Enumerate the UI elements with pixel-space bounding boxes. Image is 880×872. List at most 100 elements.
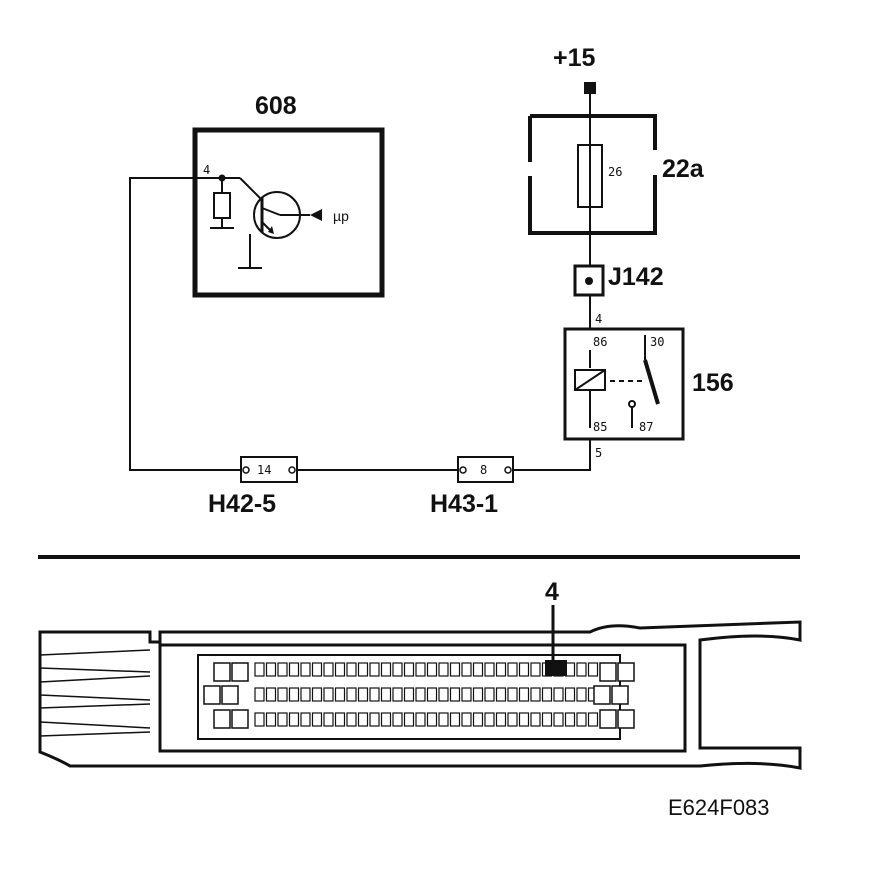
- pin-cavity: [461, 687, 472, 702]
- junction-j142: J142 4: [573, 263, 664, 330]
- pin-cavity: [449, 687, 461, 702]
- pin-cavity: [300, 712, 311, 727]
- pin-cavity: [426, 662, 438, 677]
- pin-cavity: [564, 712, 576, 727]
- pin-cavity: [415, 712, 426, 727]
- pin-cavity: [541, 687, 553, 702]
- relay-156: 86 30 85 87 156 5: [563, 327, 734, 469]
- pin-cavity: [484, 662, 495, 677]
- pin-cavity: [495, 712, 507, 727]
- relay-pin-30: 30: [650, 335, 664, 349]
- pin-cavity: [380, 712, 392, 727]
- pin-cavity: [300, 687, 311, 702]
- pin-cavity: [576, 687, 587, 702]
- pin-cavity: [587, 712, 599, 727]
- pin-cavity: [300, 662, 311, 677]
- large-pin-cavity: [599, 709, 617, 729]
- pin-cavity: [530, 712, 541, 727]
- junction-pin: 4: [595, 312, 602, 326]
- connector-h43-1: 8 H43-1: [430, 456, 514, 518]
- large-pin-cavity: [599, 662, 617, 682]
- pin-cavity: [265, 712, 277, 727]
- pin-cavity: [311, 662, 323, 677]
- pin-cavity: [357, 687, 369, 702]
- pin-cavity: [323, 712, 334, 727]
- ecu-signal: µp: [333, 208, 349, 224]
- pin-cavity: [472, 687, 484, 702]
- pin-cavity: [277, 687, 288, 702]
- pin-cavity: [311, 712, 323, 727]
- pin-cavity: [484, 687, 495, 702]
- pin-cavity: [472, 712, 484, 727]
- pin-cavity: [576, 712, 587, 727]
- pin-cavity: [346, 687, 357, 702]
- pin-cavity: [472, 662, 484, 677]
- pin-cavity: [334, 662, 346, 677]
- pin-cavity: [426, 712, 438, 727]
- pin-cavity: [587, 662, 599, 677]
- pin-cavity: [541, 712, 553, 727]
- pin-cavity: [415, 687, 426, 702]
- pin-cavity: [438, 662, 449, 677]
- pin-cavity: [507, 712, 518, 727]
- harness-wire: [129, 177, 591, 471]
- pin-cavity: [334, 687, 346, 702]
- pin-cavity: [334, 712, 346, 727]
- pin-cavity: [323, 662, 334, 677]
- pin-cavity: [495, 662, 507, 677]
- pin-cavity: [518, 687, 530, 702]
- pin-cavity: [507, 687, 518, 702]
- pin-cavity: [346, 662, 357, 677]
- large-pin-cavity: [213, 662, 231, 682]
- pin-cavity: [449, 662, 461, 677]
- relay-pin-85: 85: [593, 420, 607, 434]
- pin-cavity: [254, 662, 265, 677]
- large-pin-cavity: [611, 685, 629, 705]
- pin-cavity: [438, 712, 449, 727]
- large-pin-cavity: [617, 662, 635, 682]
- pin-cavity: [415, 662, 426, 677]
- pin-cavity: [380, 662, 392, 677]
- pin-cavity: [438, 687, 449, 702]
- large-pin-cavity: [203, 685, 221, 705]
- pin-cavity: [564, 687, 576, 702]
- large-pin-cavity: [593, 685, 611, 705]
- large-pin-cavity: [231, 709, 249, 729]
- pin-rows: [203, 662, 635, 729]
- pin-cavity: [380, 687, 392, 702]
- pin-cavity: [254, 712, 265, 727]
- pin-cavity: [288, 687, 300, 702]
- pin-cavity: [357, 662, 369, 677]
- large-pin-cavity: [213, 709, 231, 729]
- pin-cavity: [288, 662, 300, 677]
- plug-illustration: 4: [38, 578, 802, 770]
- pin-cavity: [369, 712, 380, 727]
- pin-cavity: [576, 662, 587, 677]
- large-pin-cavity: [617, 709, 635, 729]
- fuse-value: 26: [608, 165, 622, 179]
- pin-cavity: [403, 712, 415, 727]
- pin-cavity: [403, 687, 415, 702]
- pin-cavity: [553, 687, 564, 702]
- pin-callout-label: 4: [545, 578, 559, 606]
- pin-cavity: [265, 687, 277, 702]
- pin-cavity: [254, 687, 265, 702]
- pin-cavity: [277, 712, 288, 727]
- control-unit-608: 608 4 µp: [192, 92, 385, 298]
- connector2-pin: 8: [480, 463, 487, 477]
- relay-pin-87: 87: [639, 420, 653, 434]
- relay-output-pin: 5: [595, 446, 602, 460]
- relay-pin-86: 86: [593, 335, 607, 349]
- pin-cavity: [553, 712, 564, 727]
- pin-cavity: [518, 712, 530, 727]
- pin-cavity: [518, 662, 530, 677]
- connector2-label: H43-1: [430, 490, 498, 518]
- pin-cavity: [461, 712, 472, 727]
- pin-cavity: [449, 712, 461, 727]
- pin-cavity: [277, 662, 288, 677]
- pin-cavity: [530, 662, 541, 677]
- large-pin-cavity: [231, 662, 249, 682]
- pin-cavity: [323, 687, 334, 702]
- pin-cavity: [369, 662, 380, 677]
